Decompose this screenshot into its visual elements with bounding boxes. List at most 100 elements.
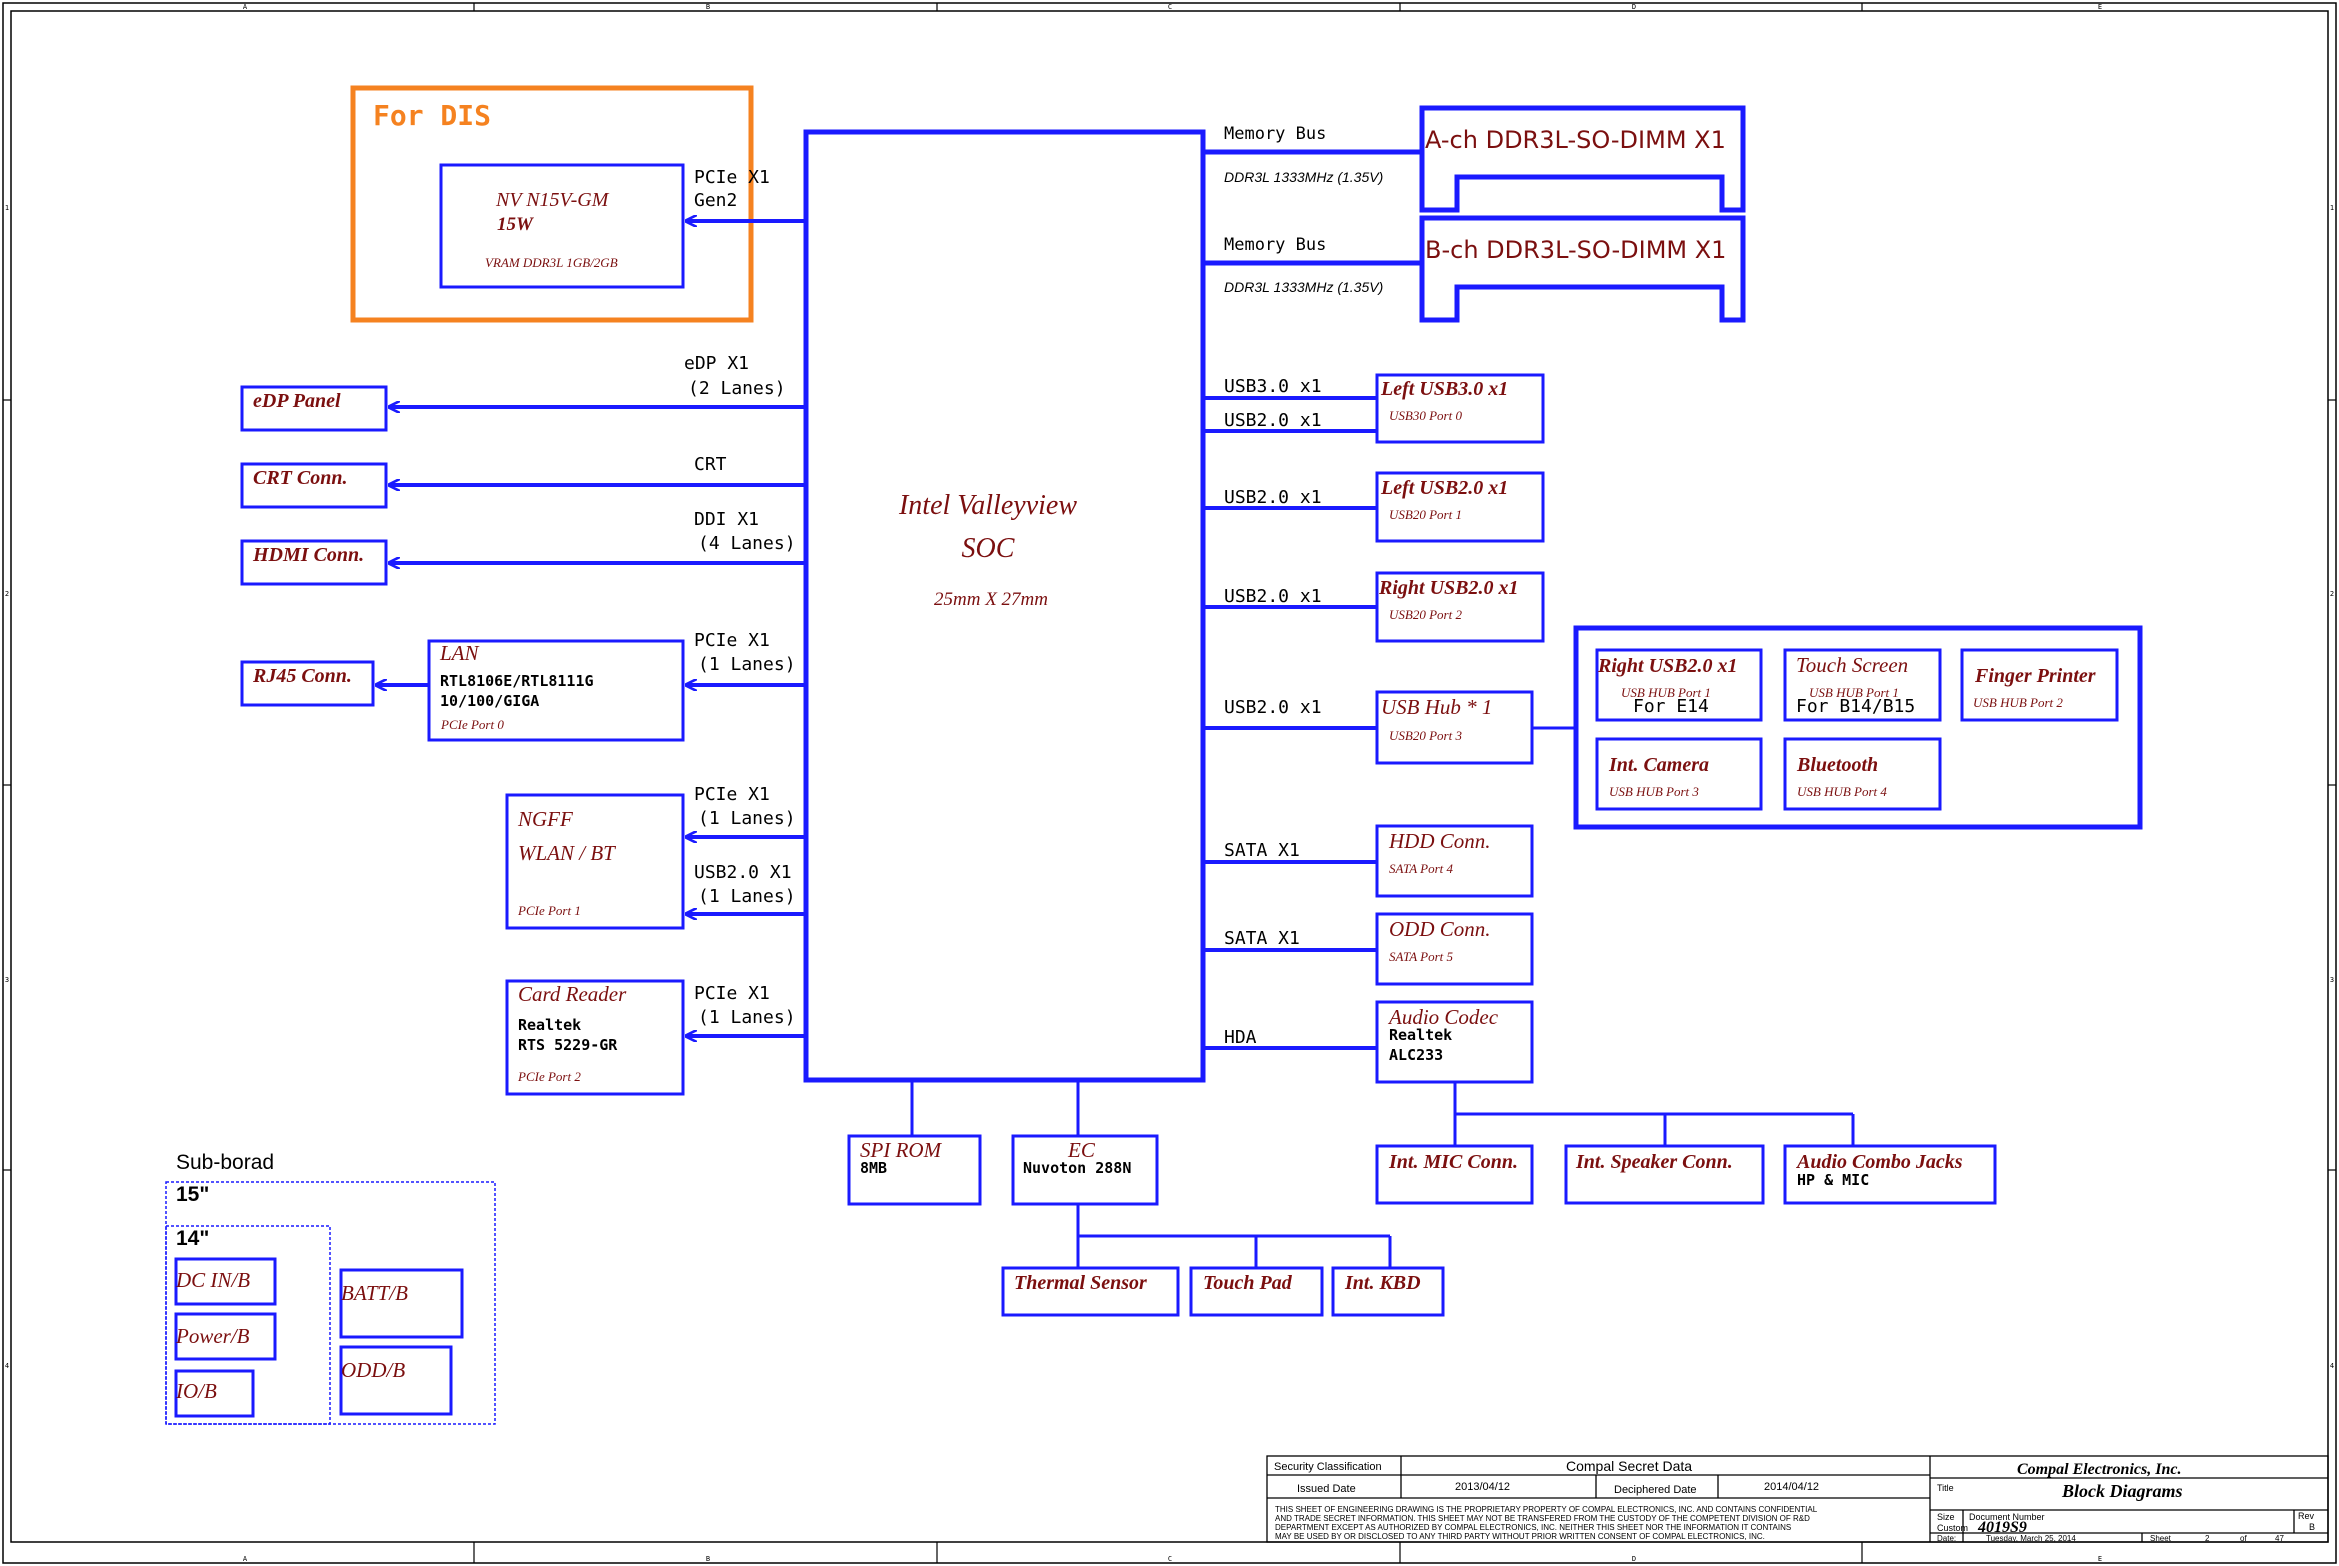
hub-bt-box <box>1783 737 1942 811</box>
usb20-left: USB2.0 x1 Left USB2.0 x1 USB20 Port 1 <box>1203 471 1545 543</box>
usb30-bus-label: USB3.0 x1 <box>1224 376 1322 397</box>
int-kbd-box <box>1331 1266 1445 1317</box>
left-usb20-title: Left USB2.0 x1 <box>1380 477 1508 499</box>
left-number-2: 2 <box>5 590 9 598</box>
hdmi-conn-box <box>240 539 388 586</box>
thermal-sensor-box <box>1001 1266 1180 1317</box>
hdmi-bus-label: DDI X1 <box>694 509 759 530</box>
tb-rev-label: Rev <box>2298 1511 2315 1521</box>
border-labels: A B C D E A B C D E 1 2 3 4 1 2 3 4 <box>5 3 2334 1563</box>
ngff-subtitle: WLAN / BT <box>518 841 616 865</box>
spi-rom-box <box>847 1134 982 1206</box>
gpu-name: NV N15V-GM <box>495 189 610 211</box>
lan-bus-label: PCIe X1 <box>694 630 770 651</box>
memory-a-slot <box>1419 105 1746 213</box>
gpu-bus-gen: Gen2 <box>694 190 737 211</box>
lan-chip: RTL8106E/RTL8111G <box>440 672 594 690</box>
memory-b: Memory Bus DDR3L 1333MHz (1.35V) B-ch DD… <box>1203 215 1746 323</box>
hub-right-usb-port: USB HUB Port 1 <box>1621 685 1711 700</box>
memory-a-slot-label: A-ch DDR3L-SO-DIMM X1 <box>1425 126 1726 154</box>
usb20-right: USB2.0 x1 Right USB2.0 x1 USB20 Port 2 <box>1203 571 1545 643</box>
odd-board-box <box>339 1345 453 1416</box>
rj45-conn-label: RJ45 Conn. <box>252 665 352 687</box>
right-usb20-port: USB20 Port 2 <box>1389 607 1462 622</box>
hub-camera-title: Int. Camera <box>1608 754 1709 776</box>
memory-b-slot <box>1419 215 1746 323</box>
tb-date-label: Date: <box>1937 1534 1956 1543</box>
memory-a-bus: Memory Bus <box>1224 124 1326 144</box>
card-reader-box <box>505 979 685 1096</box>
card-reader-vendor: Realtek <box>518 1016 581 1034</box>
top-letter-d: D <box>1632 3 1636 11</box>
title-block <box>1266 1455 2329 1543</box>
hda-audio: HDA Audio Codec Realtek ALC233 <box>1203 1000 1534 1084</box>
lan-port: PCIe Port 0 <box>440 717 504 732</box>
border-ticks <box>3 3 2336 1563</box>
tb-date-value: Tuesday, March 25, 2014 <box>1986 1534 2076 1543</box>
spi-rom-title: SPI ROM <box>860 1138 943 1162</box>
soc-type: SOC <box>962 533 1015 564</box>
usb20-left-bus-label: USB2.0 x1 <box>1224 487 1322 508</box>
tb-notice-2: AND TRADE SECRET INFORMATION. THIS SHEET… <box>1275 1514 1810 1523</box>
hdd-conn-title: HDD Conn. <box>1388 829 1491 853</box>
hdmi-conn-label: HDMI Conn. <box>252 544 364 566</box>
ec-chip: Nuvoton 288N <box>1023 1159 1131 1177</box>
lan-title: LAN <box>439 641 480 665</box>
ec-box <box>1011 1134 1159 1206</box>
mic-conn-label: Int. MIC Conn. <box>1388 1151 1518 1173</box>
tb-notice-3: DEPARTMENT EXCEPT AS AUTHORIZED BY COMPA… <box>1275 1523 1791 1532</box>
memory-b-slot-label: B-ch DDR3L-SO-DIMM X1 <box>1425 236 1726 264</box>
top-letter-a: A <box>243 3 248 11</box>
crt-conn-box <box>240 462 388 509</box>
bottom-letter-b: B <box>706 1555 710 1563</box>
tb-of-value: 47 <box>2275 1534 2284 1543</box>
memory-a: Memory Bus DDR3L 1333MHz (1.35V) A-ch DD… <box>1203 105 1746 213</box>
top-letter-e: E <box>2098 3 2102 11</box>
tb-issued-label: Issued Date <box>1297 1483 1356 1495</box>
left-usb30-port: USB30 Port 0 <box>1389 408 1462 423</box>
right-number-1: 1 <box>2330 204 2334 212</box>
hub-bt-title: Bluetooth <box>1796 754 1878 776</box>
sata-odd-bus-label: SATA X1 <box>1224 928 1300 949</box>
tb-of-label: of <box>2240 1534 2247 1543</box>
hub-camera-port: USB HUB Port 3 <box>1609 784 1699 799</box>
bottom-letter-d: D <box>1632 1555 1636 1563</box>
tb-notice-4: MAY BE USED BY OR DISCLOSED TO ANY THIRD… <box>1275 1532 1765 1541</box>
gpu-bus-label: PCIe X1 <box>694 167 770 188</box>
batt-board-box <box>339 1268 464 1339</box>
dcin-board-box <box>174 1257 277 1306</box>
card-reader-bus-lanes: (1 Lanes) <box>698 1007 796 1028</box>
right-usb20-box <box>1375 571 1545 643</box>
dcin-board-label: DC IN/B <box>175 1268 250 1292</box>
subboard-14-frame <box>165 1225 331 1425</box>
card-reader-port: PCIe Port 2 <box>517 1069 581 1084</box>
hub-right-usb-box <box>1595 648 1763 722</box>
for-dis-label: For DIS <box>373 99 491 132</box>
subboard-title: Sub-borad <box>176 1151 274 1174</box>
ngff-usb-lanes: (1 Lanes) <box>698 886 796 907</box>
hub-bt-port: USB HUB Port 4 <box>1797 784 1887 799</box>
usb-hub-port: USB20 Port 3 <box>1389 728 1462 743</box>
right-usb20-title: Right USB2.0 x1 <box>1378 577 1518 599</box>
audio-codec-title: Audio Codec <box>1387 1005 1499 1029</box>
card-reader-bus-label: PCIe X1 <box>694 983 770 1004</box>
edp-bus-lanes: (2 Lanes) <box>688 378 786 399</box>
ec-title: EC <box>1067 1138 1096 1162</box>
hub-touch-port: USB HUB Port 1 <box>1809 685 1899 700</box>
left-usb30-title: Left USB3.0 x1 <box>1380 378 1508 400</box>
bottom-letter-a: A <box>243 1555 248 1563</box>
odd-conn-port: SATA Port 5 <box>1389 949 1454 964</box>
tb-docnum-label: Document Number <box>1969 1512 2045 1522</box>
right-number-2: 2 <box>2330 590 2334 598</box>
usb-hub-bus-label: USB2.0 x1 <box>1224 697 1322 718</box>
gpu-power: 15W <box>497 214 534 235</box>
usb30-left: USB3.0 x1 USB2.0 x1 Left USB3.0 x1 USB30… <box>1203 373 1545 444</box>
hub-touch-note: For B14/B15 <box>1796 696 1915 717</box>
lan-speed: 10/100/GIGA <box>440 692 539 710</box>
hub-touch-title: Touch Screen <box>1796 653 1908 677</box>
usb20-right-bus-label: USB2.0 x1 <box>1224 586 1322 607</box>
edp-panel-label: eDP Panel <box>253 390 341 412</box>
bottom-letter-c: C <box>1168 1555 1172 1563</box>
edp-bus-label: eDP X1 <box>684 353 749 374</box>
